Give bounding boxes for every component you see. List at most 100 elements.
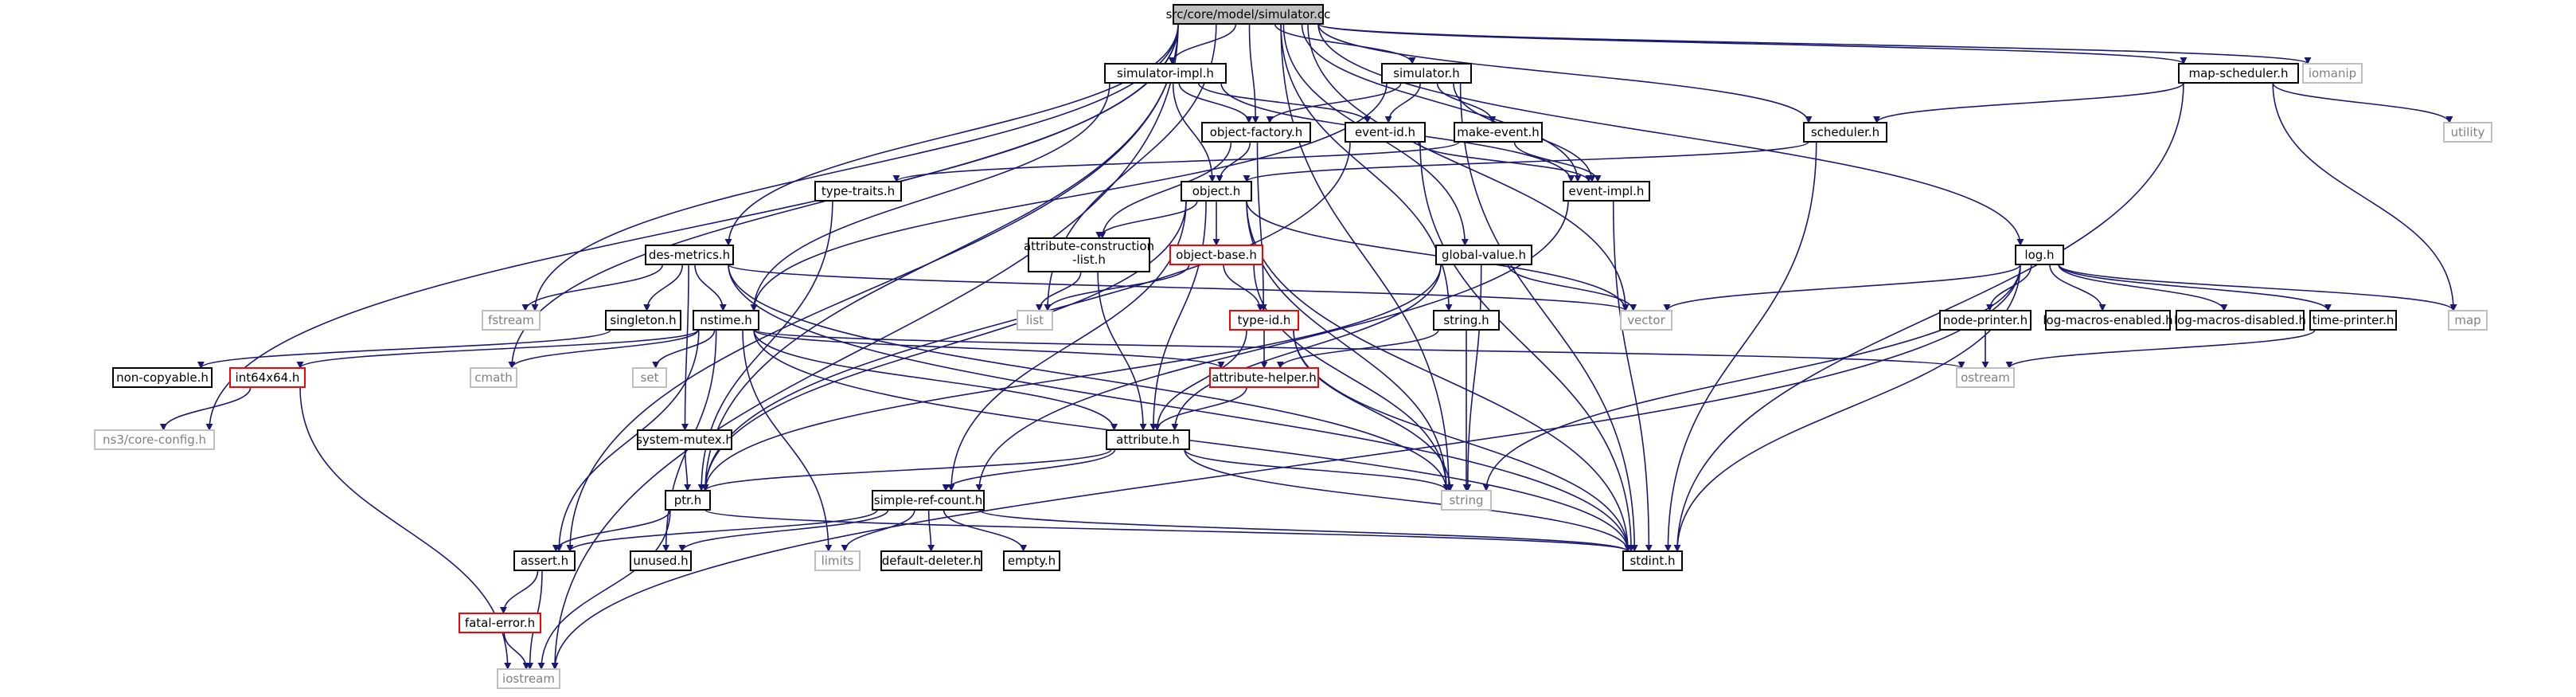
node-box: [630, 550, 692, 571]
edge-root-to-logh: [1317, 23, 2024, 246]
node-desmetrics[interactable]: des-metrics.h: [645, 245, 734, 265]
edge-nstime-to-int64: [296, 329, 699, 369]
node-typetraits[interactable]: type-traits.h: [814, 181, 902, 202]
edge-simimpl-to-nstime: [750, 82, 1110, 311]
node-label: stdint.h: [1630, 554, 1675, 568]
node-asserth[interactable]: assert.h: [513, 550, 576, 571]
node-box: [814, 181, 902, 202]
node-objecth[interactable]: object.h: [1181, 181, 1252, 202]
edge-root-to-desmetrics: [724, 23, 1179, 246]
node-simimpl[interactable]: simulator-impl.h: [1104, 63, 1227, 84]
edge-scheduler-to-objecth: [1243, 141, 1809, 182]
node-box: [1201, 122, 1311, 143]
node-makeevent[interactable]: make-event.h: [1454, 122, 1543, 143]
node-box: [1345, 122, 1426, 143]
edge-root-to-iomanip: [1317, 23, 2312, 65]
node-eventid[interactable]: event-id.h: [1345, 122, 1426, 143]
node-box: [880, 550, 982, 571]
node-label: limits: [822, 554, 854, 568]
node-mapsched[interactable]: map-scheduler.h: [2178, 63, 2299, 84]
edge-attrcons-to-attributeh: [1097, 271, 1147, 431]
node-box: [94, 429, 215, 450]
edge-attributeh-to-stringsys: [1184, 448, 1450, 491]
node-scheduler[interactable]: scheduler.h: [1803, 122, 1887, 143]
edge-stringh-to-attrhelper: [1276, 329, 1439, 369]
node-label: utility: [2451, 125, 2485, 139]
node-box: [1209, 367, 1319, 388]
node-box: [872, 490, 985, 511]
node-label: src/core/model/simulator.cc: [1166, 7, 1331, 22]
node-attributeh[interactable]: attribute.h: [1106, 429, 1190, 450]
node-attrhelper[interactable]: attribute-helper.h: [1209, 367, 1319, 388]
node-label: node-printer.h: [1943, 313, 2028, 327]
node-globalval[interactable]: global-value.h: [1435, 245, 1532, 265]
node-box: [2176, 310, 2305, 331]
node-emptyh[interactable]: empty.h: [1003, 550, 1060, 571]
edge-root-to-simimpl: [1168, 23, 1237, 65]
edge-root-to-iostream: [551, 23, 1179, 670]
node-box: [1939, 310, 2032, 331]
edge-logh-to-stringsys: [1482, 264, 2021, 491]
node-label: fatal-error.h: [465, 616, 535, 630]
node-singleton[interactable]: singleton.h: [605, 310, 681, 331]
node-box: [2178, 63, 2299, 84]
node-box: [1003, 550, 1060, 571]
edge-objbase-to-list: [1044, 264, 1190, 311]
node-noncopy[interactable]: non-copyable.h: [112, 367, 213, 388]
node-box: [665, 490, 711, 511]
node-int64[interactable]: int64x64.h: [229, 367, 306, 388]
edge-nstime-to-asserth: [555, 329, 700, 552]
edge-desmetrics-to-nstime: [694, 264, 727, 311]
node-attrcons[interactable]: attribute-construction-list.h: [1024, 237, 1154, 272]
edge-desmetrics-to-singleton: [643, 264, 684, 311]
node-label: string.h: [1443, 313, 1489, 327]
edge-asserth-to-fatalerror: [499, 570, 539, 614]
node-logmacen[interactable]: log-macros-enabled.h: [2043, 310, 2173, 331]
edge-attrcons-to-list: [1035, 271, 1082, 311]
node-label: singleton.h: [610, 313, 676, 327]
node-label: log-macros-disabled.h: [2174, 313, 2306, 327]
node-fatalerror[interactable]: fatal-error.h: [459, 613, 541, 633]
node-box: [645, 245, 734, 265]
node-label: des-metrics.h: [649, 248, 730, 262]
node-ptrh[interactable]: ptr.h: [665, 490, 711, 511]
edge-attrhelper-to-attributeh: [1153, 386, 1247, 431]
node-box: [482, 310, 541, 331]
node-box: [1563, 181, 1650, 202]
node-label: vector: [1627, 313, 1665, 327]
node-defdel[interactable]: default-deleter.h: [880, 550, 982, 571]
edge-ptrh-to-iostream: [537, 509, 671, 670]
edge-eventimpl-to-stdint: [1612, 200, 1653, 552]
node-label: int64x64.h: [236, 370, 300, 385]
node-unusedh[interactable]: unused.h: [630, 550, 692, 571]
node-eventimpl[interactable]: event-impl.h: [1563, 181, 1650, 202]
node-logh[interactable]: log.h: [2015, 245, 2064, 265]
node-objbase[interactable]: object-base.h: [1169, 245, 1263, 265]
node-box: [1441, 490, 1492, 511]
node-cmath: cmath: [470, 367, 517, 388]
edge-simplerefcount-to-limits: [841, 509, 915, 552]
node-stringh[interactable]: string.h: [1433, 310, 1500, 331]
node-box: [1435, 245, 1532, 265]
edge-typeid-to-stringsys: [1293, 329, 1454, 491]
node-stdint[interactable]: stdint.h: [1622, 550, 1683, 571]
node-box: [693, 310, 759, 331]
node-root[interactable]: src/core/model/simulator.cc: [1166, 4, 1331, 25]
node-simplerefcount[interactable]: simple-ref-count.h: [872, 490, 985, 511]
node-box: [2015, 245, 2064, 265]
node-nstime[interactable]: nstime.h: [693, 310, 759, 331]
node-sysmutex[interactable]: system-mutex.h: [636, 429, 733, 450]
node-typeid[interactable]: type-id.h: [1229, 310, 1299, 331]
node-box: [1620, 310, 1672, 331]
edge-desmetrics-to-vector: [728, 264, 1630, 311]
node-timeprinter[interactable]: time-printer.h: [2309, 310, 2397, 331]
node-logmacdis[interactable]: log-macros-disabled.h: [2174, 310, 2306, 331]
node-label: log-macros-enabled.h: [2043, 313, 2172, 327]
node-simh[interactable]: simulator.h: [1381, 63, 1472, 84]
node-box: [2443, 122, 2492, 143]
edge-globalval-to-vector: [1507, 264, 1637, 311]
node-box: [814, 550, 861, 571]
node-objfact[interactable]: object-factory.h: [1201, 122, 1311, 143]
edge-logh-to-map: [2058, 264, 2457, 311]
node-nodeprinter[interactable]: node-printer.h: [1939, 310, 2032, 331]
